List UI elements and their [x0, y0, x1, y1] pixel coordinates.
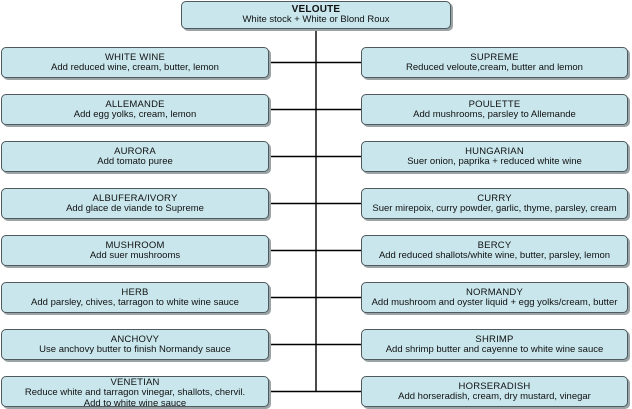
node-desc: Add egg yolks, cream, lemon [73, 109, 197, 120]
node-title: SUPREME [470, 52, 519, 63]
node-desc: Add reduced shallots/white wine, butter,… [378, 250, 611, 261]
node-desc: Add reduced wine, cream, butter, lemon [51, 62, 219, 73]
root-title: VELOUTE [291, 4, 341, 15]
node-desc: Use anchovy butter to finish Normandy sa… [39, 344, 231, 355]
node-title: ALBUFERA/IVORY [92, 193, 178, 204]
node-desc: Add shrimp butter and cayenne to white w… [385, 344, 604, 355]
node-desc: Add mushroom and oyster liquid + egg yol… [371, 297, 618, 308]
node-title: ALLEMANDE [105, 99, 165, 110]
node-desc: Add parsley, chives, tarragon to white w… [31, 297, 239, 308]
node-title: POULETTE [468, 99, 521, 110]
node-title: WHITE WINE [104, 52, 166, 63]
node-desc: Suer mirepoix, curry powder, garlic, thy… [372, 203, 617, 214]
root-desc: White stock + White or Blond Roux [242, 14, 390, 25]
node-desc: Suer onion, paprika + reduced white wine [407, 156, 582, 167]
node-title: HUNGARIAN [465, 146, 524, 157]
node-title: MUSHROOM [105, 240, 165, 251]
node-title: BERCY [477, 240, 512, 251]
node-desc: Add tomato puree [97, 156, 173, 167]
node-desc: Reduced veloute,cream, butter and lemon [406, 62, 583, 73]
node-title: HERB [121, 287, 149, 298]
node-title: HORSERADISH [458, 381, 531, 392]
node-title: NORMANDY [465, 287, 524, 298]
node-title: AURORA [114, 146, 156, 157]
node-title: CURRY [477, 193, 512, 204]
node-desc: Add suer mushrooms [89, 250, 181, 261]
node-desc: Add horseradish, cream, dry mustard, vin… [398, 391, 591, 402]
node-desc: Reduce white and tarragon vinegar, shall… [24, 387, 246, 407]
node-title: ANCHOVY [110, 334, 160, 345]
node-desc: Add mushrooms, parsley to Allemande [413, 109, 576, 120]
node-desc: Add glace de viande to Supreme [66, 203, 204, 214]
node-title: SHRIMP [475, 334, 514, 345]
root-node-veloute: VELOUTE White stock + White or Blond Rou… [181, 1, 451, 29]
node-title: VENETIAN [110, 377, 160, 388]
